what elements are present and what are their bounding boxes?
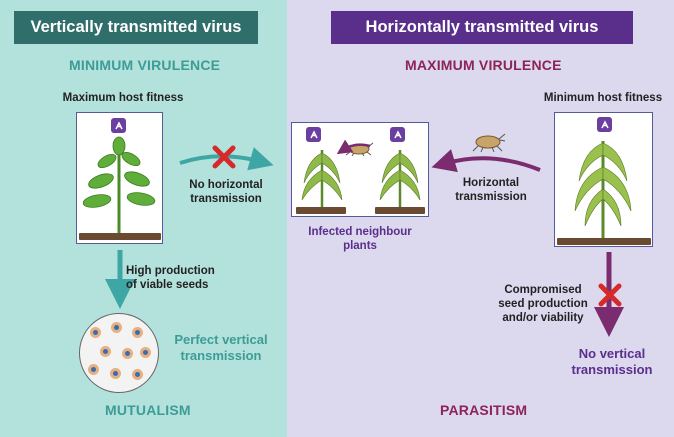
seed-dish xyxy=(79,313,159,393)
virus-badge-icon xyxy=(390,127,405,142)
horizontal-header: Horizontally transmitted virus xyxy=(331,11,633,44)
seed-icon xyxy=(111,322,122,333)
soil-left xyxy=(79,233,161,240)
cross-icon xyxy=(212,145,236,169)
wilted-plant-frame xyxy=(554,112,653,247)
minimum-host-fitness-label: Minimum host fitness xyxy=(543,92,663,104)
cross-icon xyxy=(598,283,622,307)
horizontal-arrow xyxy=(431,149,541,173)
mutualism-label: MUTUALISM xyxy=(105,402,191,418)
soil-infected-1 xyxy=(296,207,346,214)
seed-icon xyxy=(110,368,121,379)
virus-badge-icon xyxy=(111,118,126,133)
soil-infected-2 xyxy=(375,207,425,214)
wilted-plant-icon xyxy=(301,150,421,213)
seed-icon xyxy=(140,347,151,358)
maximum-host-fitness-label: Maximum host fitness xyxy=(62,92,184,104)
infected-plants-frame xyxy=(291,122,429,217)
seed-icon xyxy=(132,327,143,338)
virus-badge-icon xyxy=(306,127,321,142)
seed-icon xyxy=(132,369,143,380)
maximum-virulence-label: MAXIMUM VIRULENCE xyxy=(405,57,562,73)
soil-right xyxy=(557,238,651,245)
seed-icon xyxy=(122,348,133,359)
vertical-header: Vertically transmitted virus xyxy=(14,11,258,44)
seed-icon xyxy=(88,364,99,375)
virus-badge-icon xyxy=(597,117,612,132)
aphid-icon xyxy=(472,133,506,153)
spread-arrow xyxy=(336,139,371,155)
minimum-virulence-label: MINIMUM VIRULENCE xyxy=(69,57,221,73)
wilted-plant-icon xyxy=(574,141,632,241)
healthy-plant-frame xyxy=(76,112,163,244)
parasitism-label: PARASITISM xyxy=(440,402,528,418)
seed-icon xyxy=(100,346,111,357)
healthy-plant-icon xyxy=(82,136,156,239)
seed-icon xyxy=(90,327,101,338)
